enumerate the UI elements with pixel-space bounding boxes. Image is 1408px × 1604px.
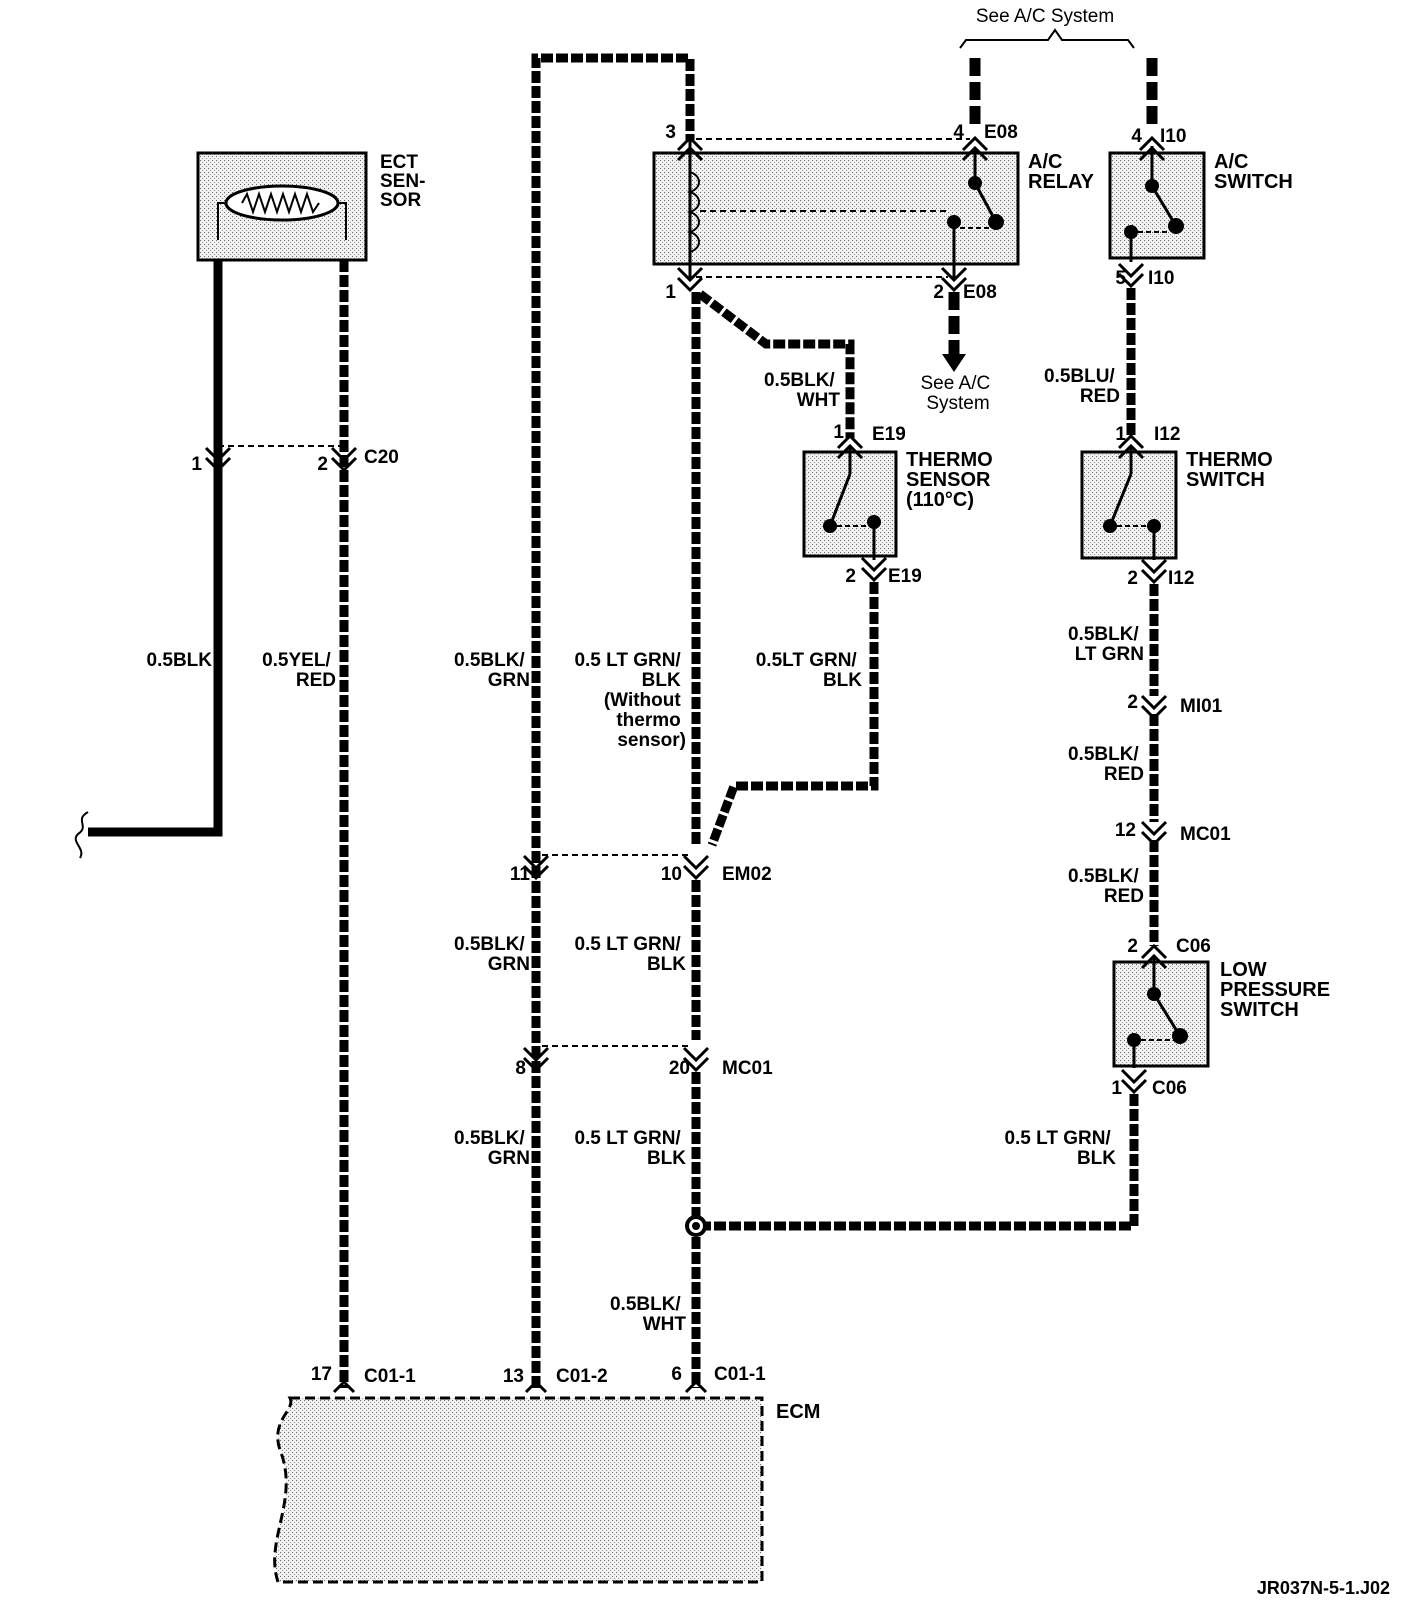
ac-relay-label: A/C RELAY <box>1028 151 1095 193</box>
connector-i12-bottom: I12 <box>1168 568 1194 589</box>
wire-ltgrn-c06 <box>696 1094 1139 1231</box>
relay-pin-chevrons <box>676 135 989 293</box>
wire-label-blk-grn-mid: 0.5BLK/ GRN <box>454 934 530 975</box>
ecm-box <box>273 1396 764 1584</box>
connector-i10-top: I10 <box>1160 126 1186 147</box>
pin-e19-1: 1 <box>833 422 844 443</box>
wire-label-ltgrn-low: 0.5 LT GRN/ BLK <box>574 1128 686 1169</box>
wire-label-blk-red-2: 0.5BLK/ RED <box>1068 866 1144 907</box>
wire-label-ltgrn-without: 0.5 LT GRN/ BLK (Without thermo sensor) <box>574 650 686 751</box>
wire-label-ltgrn-mid: 0.5 LT GRN/ BLK <box>574 934 686 975</box>
pin-i10-5: 5 <box>1115 268 1126 289</box>
ecm-pin-chevrons <box>332 1379 708 1394</box>
wire-label-blk-grn-upper: 0.5BLK/ GRN <box>454 650 530 691</box>
wire-label-blk-red-1: 0.5BLK/ RED <box>1068 744 1144 785</box>
connector-e08-bottom: E08 <box>963 282 997 303</box>
connector-mc01-left-chevron <box>522 1046 710 1073</box>
connector-i12-top: I12 <box>1154 424 1180 445</box>
pin-mi01-2: 2 <box>1127 692 1138 713</box>
connector-c20-chevron <box>204 446 358 473</box>
pin-e08-2: 2 <box>933 282 944 303</box>
connector-c01-1-a: C01-1 <box>364 1366 416 1387</box>
ect-sensor-label: ECT SEN- SOR <box>380 152 431 211</box>
pin-mc01-12: 12 <box>1115 820 1136 841</box>
ac-relay <box>652 140 1020 278</box>
pin-i12-1: 1 <box>1115 424 1126 445</box>
connector-c06-top: C06 <box>1176 936 1211 957</box>
pin-em02-10: 10 <box>661 864 682 885</box>
pin-mc01-20: 20 <box>669 1058 690 1079</box>
wire-break-icon <box>74 811 89 859</box>
wire-blk-ect <box>88 260 223 837</box>
resistor-icon <box>241 190 320 216</box>
pin-c06-2: 2 <box>1127 936 1138 957</box>
header-brace <box>959 28 1135 49</box>
pin-c20-1: 1 <box>191 454 202 475</box>
connector-e19-bottom: E19 <box>888 566 922 587</box>
low-pressure-switch-label: LOW PRESSURE SWITCH <box>1220 959 1336 1021</box>
ac-switch-label: A/C SWITCH <box>1214 151 1293 193</box>
ecm-label: ECM <box>776 1401 820 1423</box>
pin-e19-2: 2 <box>845 566 856 587</box>
wire-label-yel-red: 0.5YEL/ RED <box>262 650 336 691</box>
thermo-sensor-label: THERMO SENSOR (110°C) <box>906 449 998 511</box>
pin-c01-6: 6 <box>671 1364 682 1385</box>
wire-label-blk-ltgrn: 0.5BLK/ LT GRN <box>1068 624 1144 665</box>
wire-label-ltgrn-e19: 0.5LT GRN/ BLK <box>756 650 863 691</box>
wire-label-blk-ect: 0.5BLK <box>147 650 213 671</box>
splice-dot <box>692 1222 700 1230</box>
pin-c01-13: 13 <box>503 1366 524 1387</box>
wire-blk-wht-relay <box>697 290 855 438</box>
wire-label-ltgrn-c06: 0.5 LT GRN/ BLK <box>1004 1128 1116 1169</box>
see-ac-system-lower: See A/C System <box>921 373 996 414</box>
wire-label-blu-red: 0.5BLU/ RED <box>1044 366 1120 407</box>
connector-mc01-right-chevron <box>1140 820 1168 847</box>
wire-label-blk-grn-low: 0.5BLK/ GRN <box>454 1128 530 1169</box>
pin-relay-1: 1 <box>665 282 676 303</box>
connector-em02: EM02 <box>722 864 772 885</box>
header-see-ac-system: See A/C System <box>976 6 1114 27</box>
footer-code: JR037N-5-1.J02 <box>1257 1578 1390 1598</box>
connector-mi01: MI01 <box>1180 696 1223 717</box>
pin-em02-11: 11 <box>510 864 531 885</box>
connector-mc01-right: MC01 <box>1180 824 1231 845</box>
thermo-switch-label: THERMO SWITCH <box>1186 449 1278 491</box>
wire-label-blk-wht-relay: 0.5BLK/ WHT <box>764 370 840 411</box>
relay-coil-icon <box>686 171 700 253</box>
wire-label-blk-wht-ecm: 0.5BLK/ WHT <box>610 1294 686 1335</box>
connector-i10-bottom: I10 <box>1148 268 1174 289</box>
pin-mc01-8: 8 <box>515 1058 526 1079</box>
wire-blk-grn <box>531 53 695 1388</box>
pin-c01-17: 17 <box>311 1364 332 1385</box>
low-pressure-switch <box>1112 943 1210 1095</box>
pin-e08-4: 4 <box>953 122 964 143</box>
connector-e19-top: E19 <box>872 424 906 445</box>
connector-c06-bottom: C06 <box>1152 1078 1187 1099</box>
pin-c06-1: 1 <box>1111 1078 1122 1099</box>
pin-c20-2: 2 <box>317 454 328 475</box>
connector-c20-label: C20 <box>364 447 399 468</box>
connector-mi01-chevron <box>1140 694 1168 721</box>
thermo-sensor <box>802 433 898 583</box>
ac-switch <box>1108 58 1206 289</box>
pin-relay-3: 3 <box>665 122 676 143</box>
arrow-down-icon <box>942 354 966 372</box>
ect-sensor <box>196 151 368 262</box>
connector-e08-top: E08 <box>984 122 1018 143</box>
pin-i10-4: 4 <box>1131 126 1142 147</box>
thermo-switch <box>1080 433 1178 585</box>
connector-c01-2: C01-2 <box>556 1366 608 1387</box>
connector-mc01-left: MC01 <box>722 1058 773 1079</box>
connector-c01-1-b: C01-1 <box>714 1364 766 1385</box>
connector-em02-chevron <box>522 854 710 881</box>
wire-ltgrn-e19 <box>707 582 879 847</box>
pin-i12-2: 2 <box>1127 568 1138 589</box>
